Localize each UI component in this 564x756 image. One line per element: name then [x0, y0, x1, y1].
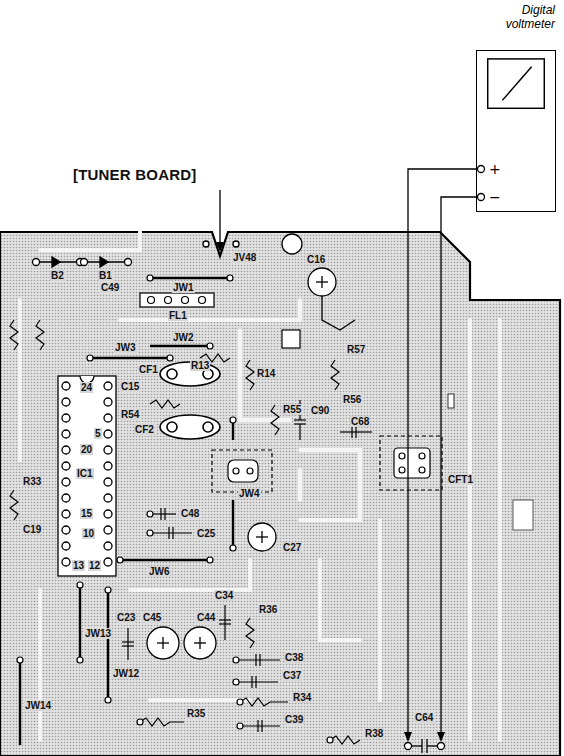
- capacitor-label: C68: [350, 416, 370, 427]
- meter-face: [477, 51, 555, 211]
- pin-number: 5: [94, 428, 102, 439]
- capacitor-label: C19: [22, 524, 42, 535]
- terminal-polarity: +: [489, 162, 501, 176]
- jumper-label: JV48: [232, 252, 257, 263]
- filter-label: FL1: [168, 310, 188, 321]
- terminal-polarity: −: [489, 190, 501, 204]
- transformer-label: CFT1: [447, 474, 474, 485]
- pin-number: 12: [88, 560, 101, 571]
- capacitor-label: C37: [282, 670, 302, 681]
- capacitor-label: C64: [414, 712, 434, 723]
- capacitor-label: C49: [100, 282, 120, 293]
- resistor-label: R55: [282, 404, 302, 415]
- filter-label: CF1: [138, 364, 159, 375]
- resistor-label: R38: [364, 728, 384, 739]
- capacitor-label: C48: [180, 508, 200, 519]
- pin-number: 20: [80, 444, 93, 455]
- jumper-label: JW12: [112, 668, 140, 679]
- resistor-label: R33: [22, 476, 42, 487]
- resistor-label: R14: [256, 368, 276, 379]
- resistor-label: R57: [346, 344, 366, 355]
- resistor-label: R13: [190, 360, 210, 371]
- filter-label: CF2: [134, 424, 155, 435]
- pin-number: 15: [80, 508, 93, 519]
- pin-number: 10: [82, 528, 95, 539]
- capacitor-label: C38: [284, 652, 304, 663]
- capacitor-label: C23: [116, 612, 136, 623]
- diode-label: B1: [98, 270, 113, 281]
- jumper-label: JW2: [172, 332, 195, 343]
- pin-number: 13: [72, 560, 85, 571]
- resistor-label: R56: [342, 394, 362, 405]
- meter-needle: [502, 67, 531, 101]
- resistor-label: R36: [258, 604, 278, 615]
- resistor-label: R35: [186, 708, 206, 719]
- meter-window: [488, 59, 545, 108]
- resistor-label: R54: [120, 409, 140, 420]
- instrument-heading: Digital voltmeter: [491, 3, 555, 31]
- capacitor-label: C39: [284, 714, 304, 725]
- capacitor-label: C25: [196, 528, 216, 539]
- capacitor-label: C45: [142, 612, 162, 623]
- jumper-label: JW1: [172, 282, 195, 293]
- jumper-label: JW4: [238, 488, 261, 499]
- board-title: [TUNER BOARD]: [72, 166, 197, 183]
- resistor-label: R34: [292, 692, 312, 703]
- pin-number: 24: [80, 382, 93, 393]
- jumper-label: JW14: [24, 700, 52, 711]
- capacitor-label: C27: [282, 542, 302, 553]
- voltmeter-box: Digital voltmeter+−: [476, 50, 556, 212]
- jumper-label: JW13: [84, 628, 112, 639]
- capacitor-label: C16: [306, 254, 326, 265]
- capacitor-label: C34: [214, 590, 234, 601]
- jumper-label: JW3: [114, 342, 137, 353]
- capacitor-label: C44: [196, 612, 216, 623]
- ic-label: IC1: [76, 468, 94, 479]
- capacitor-label: C15: [120, 381, 140, 392]
- capacitor-label: C90: [310, 405, 330, 416]
- diode-label: B2: [50, 270, 65, 281]
- jumper-label: JW6: [148, 566, 171, 577]
